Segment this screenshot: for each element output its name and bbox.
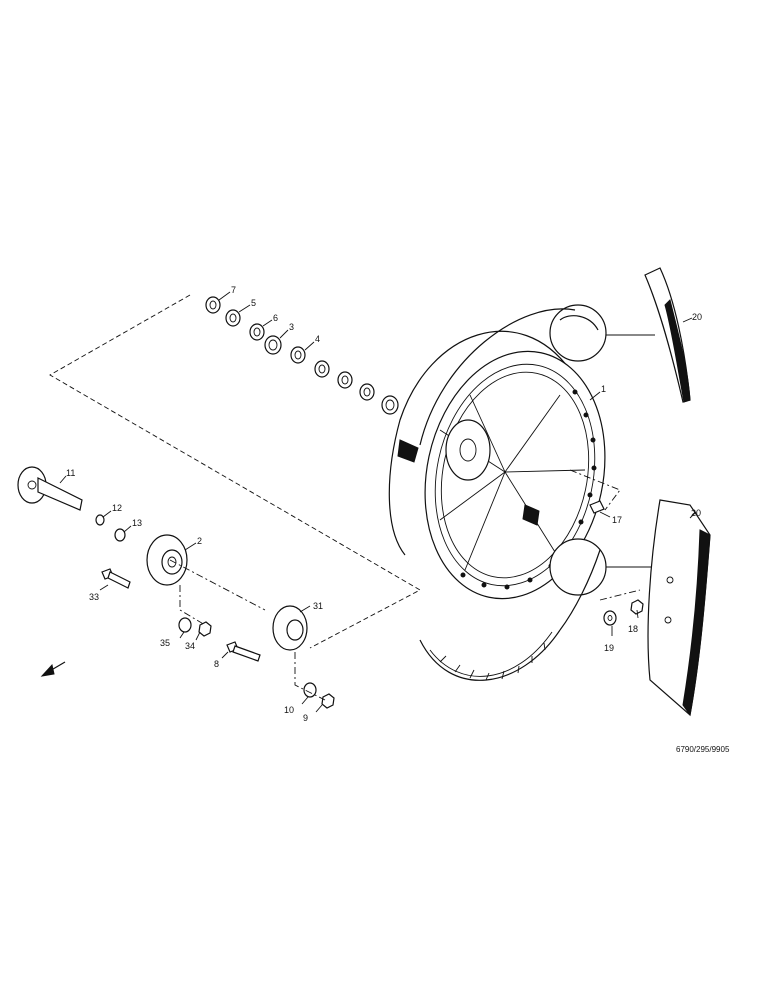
callout-1: 1	[601, 384, 606, 394]
bearing-ring-stack	[205, 296, 399, 415]
washer-10-nut-9	[294, 652, 335, 709]
callout-20-upper: 20	[692, 312, 702, 322]
callout-labels: 7 5 6 3 4 1 20 20 11 12 13 2 33 35 34 8 …	[66, 285, 702, 723]
bolt-17	[569, 469, 621, 514]
callout-34: 34	[185, 641, 195, 651]
callout-11: 11	[66, 468, 75, 478]
callout-6: 6	[273, 313, 278, 323]
callout-2: 2	[197, 536, 202, 546]
detail-circle-upper	[419, 304, 655, 446]
callout-35: 35	[160, 638, 170, 648]
bolt-33	[101, 568, 131, 589]
hub-flange-2	[146, 534, 188, 586]
scraper-blade-lower	[647, 499, 711, 717]
direction-arrow-icon	[40, 661, 66, 677]
callout-5: 5	[251, 298, 256, 308]
bearing-housing-31	[169, 559, 308, 651]
shaft-11	[17, 466, 83, 511]
callout-8: 8	[214, 659, 219, 669]
callout-33: 33	[89, 592, 99, 602]
callout-20-lower: 20	[691, 508, 701, 518]
washer-nut-18-19	[599, 589, 644, 626]
bolt-8	[226, 641, 261, 662]
callout-17: 17	[612, 515, 622, 525]
callout-18: 18	[628, 624, 638, 634]
scraper-blade-upper	[644, 267, 691, 403]
callout-10: 10	[284, 705, 294, 715]
leader-lines	[59, 291, 697, 713]
callout-31: 31	[313, 601, 323, 611]
callout-4: 4	[315, 334, 320, 344]
washer-35-nut-34	[178, 585, 212, 637]
callout-9: 9	[303, 713, 308, 723]
callout-19: 19	[604, 643, 614, 653]
assembly-dashed-outline	[49, 294, 421, 649]
callout-12: 12	[112, 503, 122, 513]
callout-13: 13	[132, 518, 142, 528]
callout-3: 3	[289, 322, 294, 332]
reference-code: 6790/295/9905	[676, 745, 730, 754]
detail-circle-lower	[419, 538, 655, 681]
rings-12-13	[95, 514, 126, 542]
wheel-drum	[388, 330, 606, 600]
callout-7: 7	[231, 285, 236, 295]
